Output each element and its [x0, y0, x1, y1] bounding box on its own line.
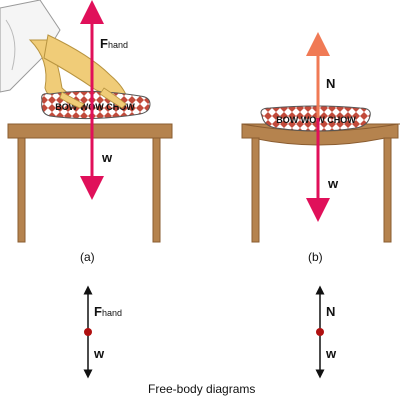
- weight-label-b: w: [328, 176, 339, 191]
- figure-caption: Free-body diagrams: [148, 382, 256, 396]
- weight-label-a: w: [102, 150, 113, 165]
- dog-food-bag: BOW WOW CHOW: [41, 90, 151, 120]
- force-hand-symbol: F: [100, 36, 108, 51]
- force-hand-label-a: Fhand: [100, 36, 128, 51]
- panel-label-b: (b): [308, 250, 323, 264]
- panel-label-a: (a): [80, 250, 95, 264]
- fbd-b-weight-label: w: [326, 346, 337, 361]
- fbd-a-force-hand-label: Fhand: [94, 304, 122, 319]
- fbd-b-normal-label: N: [326, 304, 336, 319]
- force-hand-subscript: hand: [107, 40, 128, 50]
- table-a: [7, 123, 173, 243]
- fbd-a-force-hand-subscript: hand: [101, 308, 122, 318]
- panel-a: BOW WOW CHOW: [0, 0, 173, 243]
- point-mass-b: [316, 328, 324, 336]
- fbd-a-force-hand-symbol: F: [94, 304, 102, 319]
- fbd-a-weight-label: w: [94, 346, 105, 361]
- dog-food-bag-b: BOW WOW CHOW: [260, 105, 371, 132]
- normal-label-b: N: [326, 76, 336, 91]
- point-mass-a: [84, 328, 92, 336]
- bag-label: BOW WOW CHOW: [55, 102, 135, 112]
- fbd-b: [315, 285, 325, 379]
- table-b: [241, 123, 400, 243]
- panel-b: BOW WOW CHOW: [241, 32, 400, 243]
- fbd-a: [83, 285, 93, 379]
- bag-label-b: BOW WOW CHOW: [276, 115, 356, 125]
